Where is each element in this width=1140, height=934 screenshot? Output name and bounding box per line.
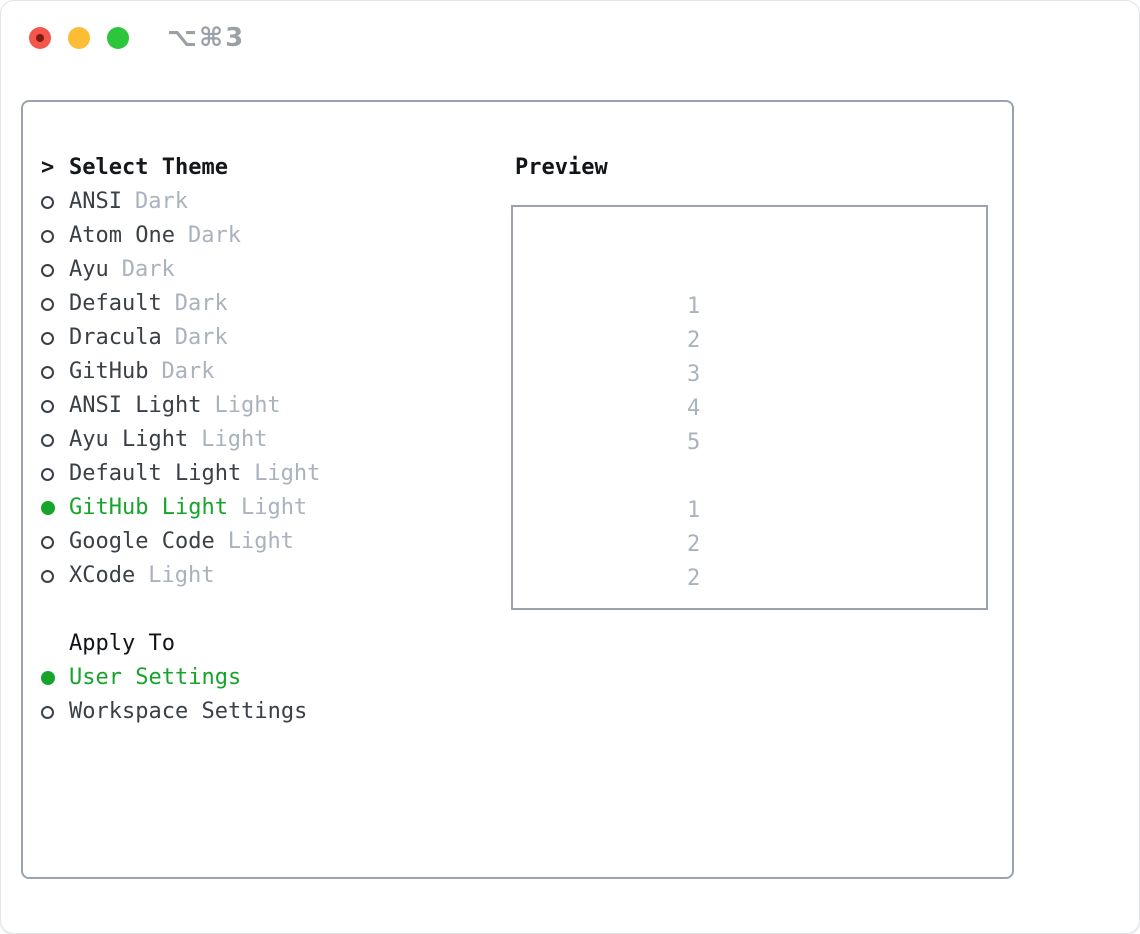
theme-list-title: Select Theme bbox=[69, 155, 228, 180]
theme-variant-label: Dark bbox=[134, 189, 188, 214]
theme-option[interactable]: GitHub Light Light bbox=[41, 491, 320, 525]
apply-to-options: User Settings Workspace Settings bbox=[41, 661, 320, 729]
preview-code: 1 2 3 4 5 bbox=[528, 256, 986, 591]
theme-option[interactable]: ANSI Light Light bbox=[41, 389, 320, 423]
radio-icon bbox=[41, 365, 69, 379]
theme-name: Dracula bbox=[69, 325, 162, 350]
radio-icon bbox=[41, 705, 69, 719]
theme-variant-label: Dark bbox=[187, 223, 241, 248]
theme-variant-label: Light bbox=[148, 563, 215, 588]
code-line: 2 bbox=[528, 290, 986, 353]
settings-panel: > Select Theme ANSI Dark Atom One Dark bbox=[21, 100, 1014, 879]
theme-option[interactable]: Google Code Light bbox=[41, 525, 320, 559]
line-number: 3 bbox=[686, 362, 701, 387]
theme-option[interactable]: Ayu Dark bbox=[41, 253, 320, 287]
theme-name: Atom One bbox=[69, 223, 175, 248]
theme-option[interactable]: GitHub Dark bbox=[41, 355, 320, 389]
line-number: 2 bbox=[686, 566, 701, 591]
radio-icon bbox=[41, 297, 69, 311]
code-line: 3 bbox=[528, 324, 986, 387]
theme-variant-label: Light bbox=[227, 529, 294, 554]
apply-to-option-label: User Settings bbox=[69, 665, 242, 690]
theme-option[interactable]: Default Light Light bbox=[41, 457, 320, 491]
theme-option[interactable]: Default Dark bbox=[41, 287, 320, 321]
theme-variant-label: Dark bbox=[121, 257, 175, 282]
theme-variant-label: Dark bbox=[174, 325, 228, 350]
preview-box: 1 2 3 4 5 bbox=[511, 205, 988, 610]
radio-icon bbox=[41, 229, 69, 243]
hint-text bbox=[41, 763, 320, 831]
code-line: 2 bbox=[528, 494, 986, 557]
close-traffic-light-button[interactable] bbox=[29, 27, 51, 49]
code-line: 1 bbox=[528, 256, 986, 319]
theme-name: GitHub bbox=[69, 359, 149, 384]
theme-variant-label: Dark bbox=[161, 359, 215, 384]
zoom-traffic-light-button[interactable] bbox=[107, 27, 129, 49]
theme-list: > Select Theme ANSI Dark Atom One Dark bbox=[41, 151, 320, 831]
code-line: 1 bbox=[528, 460, 986, 523]
theme-options: ANSI Dark Atom One Dark Ayu Dark bbox=[41, 185, 320, 593]
theme-name: Google Code bbox=[69, 529, 215, 554]
apply-to-option[interactable]: User Settings bbox=[41, 661, 320, 695]
theme-name: Ayu bbox=[69, 257, 109, 282]
spacer bbox=[41, 593, 320, 627]
radio-icon bbox=[41, 331, 69, 345]
radio-icon bbox=[41, 195, 69, 209]
line-number: 1 bbox=[686, 498, 701, 523]
theme-variant-label: Light bbox=[240, 495, 308, 520]
theme-variant-label: Light bbox=[201, 427, 268, 452]
radio-icon bbox=[41, 671, 69, 685]
window-shortcut-label: ⌥⌘3 bbox=[167, 23, 246, 53]
minimize-traffic-light-button[interactable] bbox=[68, 27, 90, 49]
hint-text-line bbox=[41, 763, 320, 797]
radio-icon bbox=[41, 399, 69, 413]
theme-option[interactable]: Ayu Light Light bbox=[41, 423, 320, 457]
theme-name: Default bbox=[69, 291, 162, 316]
titlebar: ⌥⌘3 bbox=[1, 1, 1139, 75]
radio-icon bbox=[41, 263, 69, 277]
radio-icon bbox=[41, 501, 69, 515]
line-number: 2 bbox=[686, 532, 701, 557]
line-number: 1 bbox=[686, 294, 701, 319]
line-number: 4 bbox=[686, 396, 701, 421]
preview-title: Preview bbox=[515, 155, 608, 180]
radio-icon bbox=[41, 569, 69, 583]
code-line: 2 bbox=[528, 528, 986, 591]
theme-list-header: > Select Theme bbox=[41, 151, 320, 185]
theme-option[interactable]: Atom One Dark bbox=[41, 219, 320, 253]
close-indicator-dot-icon bbox=[36, 34, 44, 42]
apply-to-option[interactable]: Workspace Settings bbox=[41, 695, 320, 729]
spacer bbox=[41, 729, 320, 763]
line-number: 2 bbox=[686, 328, 701, 353]
theme-name: ANSI bbox=[69, 189, 122, 214]
theme-name: Ayu Light bbox=[69, 427, 189, 452]
code-line: 5 bbox=[528, 392, 986, 455]
theme-variant-label: Light bbox=[254, 461, 321, 486]
theme-name: XCode bbox=[69, 563, 136, 588]
hint-text-line bbox=[41, 797, 320, 831]
radio-icon bbox=[41, 535, 69, 549]
apply-to-header: Apply To bbox=[41, 627, 320, 661]
line-number: 5 bbox=[686, 430, 701, 455]
code-line: 4 bbox=[528, 358, 986, 421]
theme-variant-label: Dark bbox=[174, 291, 228, 316]
theme-name: GitHub Light bbox=[69, 495, 228, 520]
focus-cursor-icon: > bbox=[41, 155, 55, 180]
apply-to-option-label: Workspace Settings bbox=[69, 699, 308, 724]
theme-option[interactable]: ANSI Dark bbox=[41, 185, 320, 219]
theme-option[interactable]: XCode Light bbox=[41, 559, 320, 593]
radio-icon bbox=[41, 433, 69, 447]
theme-name: Default Light bbox=[69, 461, 242, 486]
theme-option[interactable]: Dracula Dark bbox=[41, 321, 320, 355]
theme-variant-label: Light bbox=[214, 393, 281, 418]
radio-icon bbox=[41, 467, 69, 481]
theme-name: ANSI Light bbox=[69, 393, 202, 418]
apply-to-title: Apply To bbox=[69, 631, 175, 656]
